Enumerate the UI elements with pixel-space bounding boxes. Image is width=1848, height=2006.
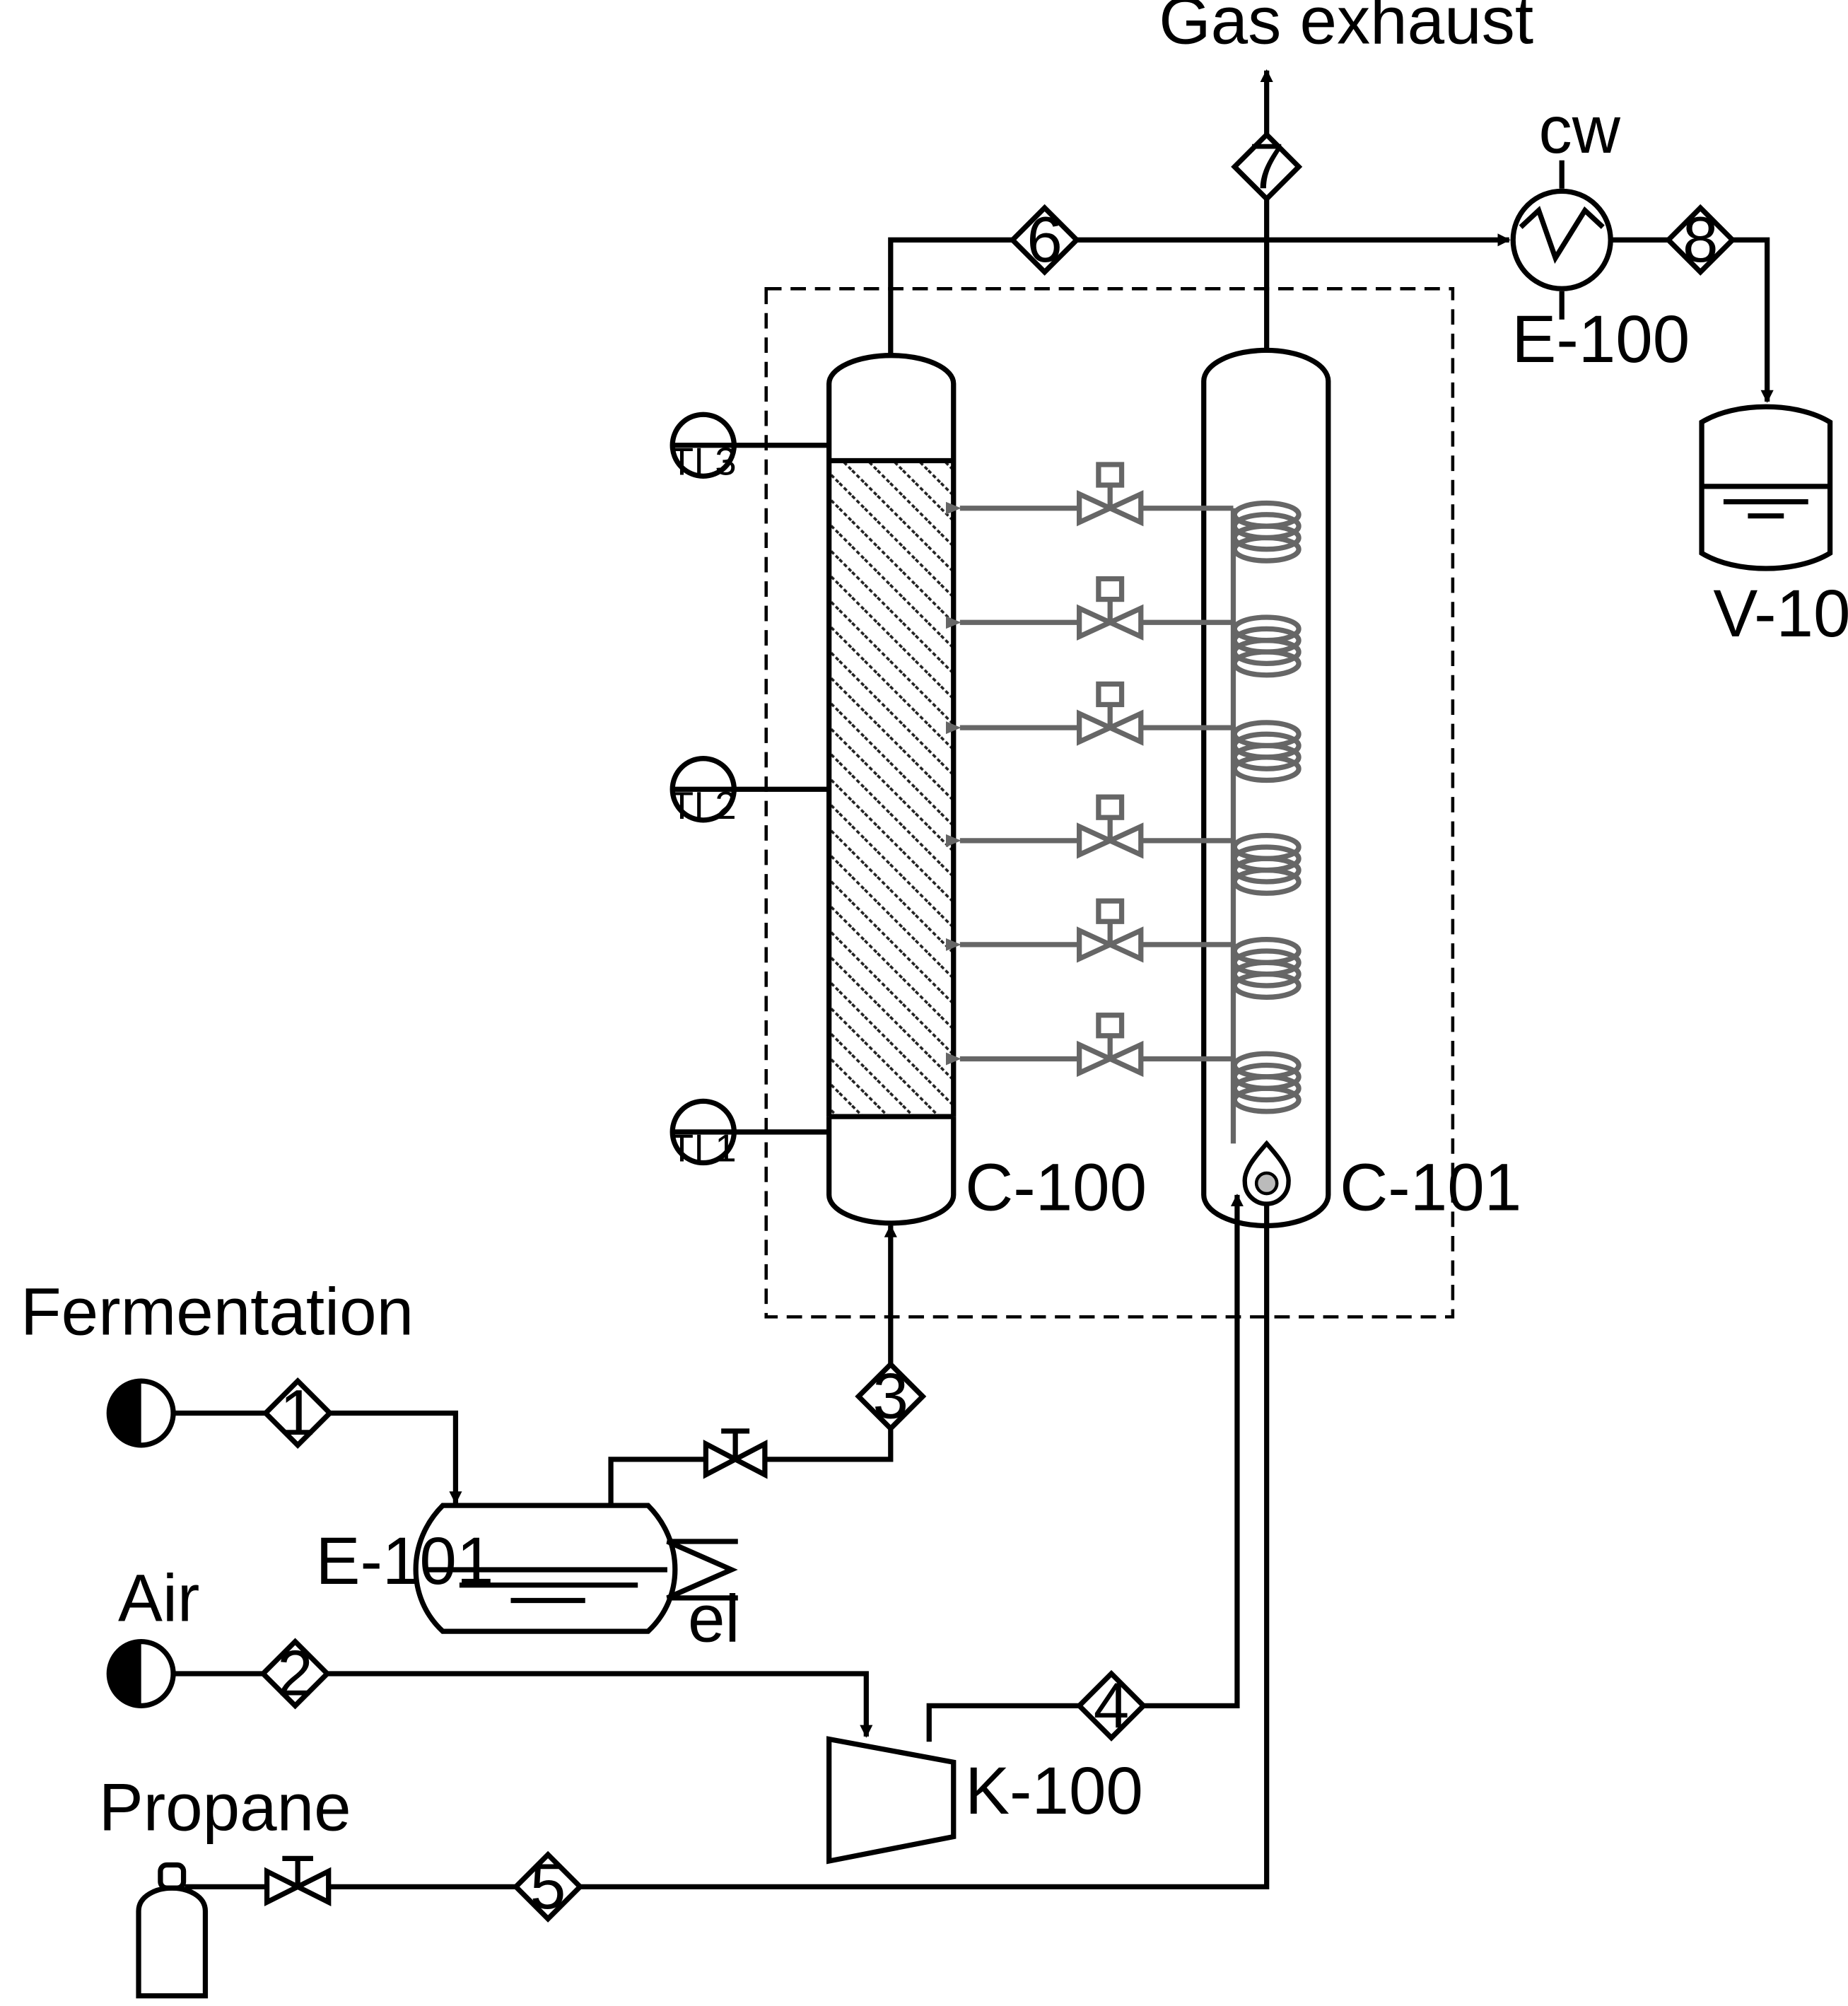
compressor-k-100 xyxy=(826,1736,957,1865)
control-valve-2 xyxy=(1077,576,1144,641)
temperature-indicator-ti-3: TI 3 xyxy=(669,412,829,484)
heating-coil-3 xyxy=(1232,720,1302,783)
ti-1-label: TI 1 xyxy=(670,1127,737,1170)
stream-3-marker: 3 xyxy=(855,1360,927,1433)
ti-2-label: TI 2 xyxy=(670,784,737,827)
column-c-101 xyxy=(1201,347,1331,1229)
control-valve-6 xyxy=(1077,1013,1144,1078)
heating-coil-2 xyxy=(1232,614,1302,678)
column-c-100 xyxy=(826,353,957,1226)
stream-7-marker: 7 xyxy=(1231,131,1303,203)
burner-icon xyxy=(1242,1140,1291,1206)
side-feed-3 xyxy=(945,681,1302,783)
propane-label: Propane xyxy=(99,1771,351,1845)
control-valve-5 xyxy=(1077,898,1144,963)
heating-coil-4 xyxy=(1232,832,1302,896)
control-valve-3 xyxy=(1077,681,1144,746)
fermentation-source-icon xyxy=(106,1378,176,1448)
c-101-label: C-101 xyxy=(1340,1151,1521,1225)
stream-numbers: 1 2 3 4 5 6 7 8 xyxy=(259,131,1736,1923)
heating-coil-5 xyxy=(1232,937,1302,1000)
manual-valve-propane xyxy=(264,1855,332,1906)
v-100-label: V-100 xyxy=(1713,577,1848,651)
stream-6-marker: 6 xyxy=(1009,204,1081,276)
side-feed-2 xyxy=(945,576,1302,678)
stream-8-number: 8 xyxy=(1683,204,1718,276)
propane-cylinder-icon xyxy=(136,1862,209,1999)
heating-coil-1 xyxy=(1232,500,1302,564)
stream-8-marker: 8 xyxy=(1664,204,1736,276)
side-feed-4 xyxy=(945,794,1302,896)
line-stream-2 xyxy=(173,1671,873,1738)
stream-4-number: 4 xyxy=(1094,1670,1129,1742)
stream-4-marker: 4 xyxy=(1075,1669,1147,1742)
air-source-icon xyxy=(106,1638,176,1708)
heat-exchanger-e-100 xyxy=(1510,160,1613,320)
stream-6-number: 6 xyxy=(1027,204,1062,276)
c-100-label: C-100 xyxy=(965,1151,1147,1225)
ti-3-label: TI 3 xyxy=(670,441,737,484)
stream-2-marker: 2 xyxy=(259,1638,332,1710)
cooling-water-label: cw xyxy=(1539,93,1621,168)
heating-coil-6 xyxy=(1232,1051,1302,1114)
control-valve-4 xyxy=(1077,794,1144,859)
stream-5-number: 5 xyxy=(530,1851,566,1923)
temperature-indicator-ti-1: TI 1 xyxy=(669,1098,829,1170)
side-feed-lines xyxy=(945,462,1302,1114)
e-100-label: E-100 xyxy=(1511,303,1690,377)
stream-1-number: 1 xyxy=(280,1377,315,1449)
line-stream-4 xyxy=(926,1194,1244,1742)
stream-2-number: 2 xyxy=(277,1638,312,1709)
stream-5-marker: 5 xyxy=(512,1850,584,1923)
heated-tank-e-101 xyxy=(413,1503,738,1634)
line-stream-8 xyxy=(1611,237,1774,403)
vessel-v-100 xyxy=(1699,404,1833,571)
e-101-label: E-101 xyxy=(316,1524,494,1599)
stream-7-number: 7 xyxy=(1248,131,1284,202)
stream-1-marker: 1 xyxy=(262,1377,334,1449)
line-stream-6 xyxy=(888,233,1511,354)
side-feed-5 xyxy=(945,898,1302,1000)
electric-heating-label: el xyxy=(688,1582,739,1657)
reactor-enclosure xyxy=(764,287,1455,1319)
control-valve-1 xyxy=(1077,462,1144,527)
stream-3-number: 3 xyxy=(873,1360,908,1432)
temperature-indicator-ti-2: TI 2 xyxy=(669,756,829,827)
air-label: Air xyxy=(118,1562,199,1636)
gas-exhaust-label: Gas exhaust xyxy=(1159,0,1533,59)
manual-valve-e-101-outlet xyxy=(703,1428,768,1479)
side-feed-1 xyxy=(945,462,1302,564)
side-feed-6 xyxy=(945,1013,1302,1114)
k-100-label: K-100 xyxy=(965,1754,1143,1829)
fermentation-label: Fermentation xyxy=(21,1276,414,1350)
